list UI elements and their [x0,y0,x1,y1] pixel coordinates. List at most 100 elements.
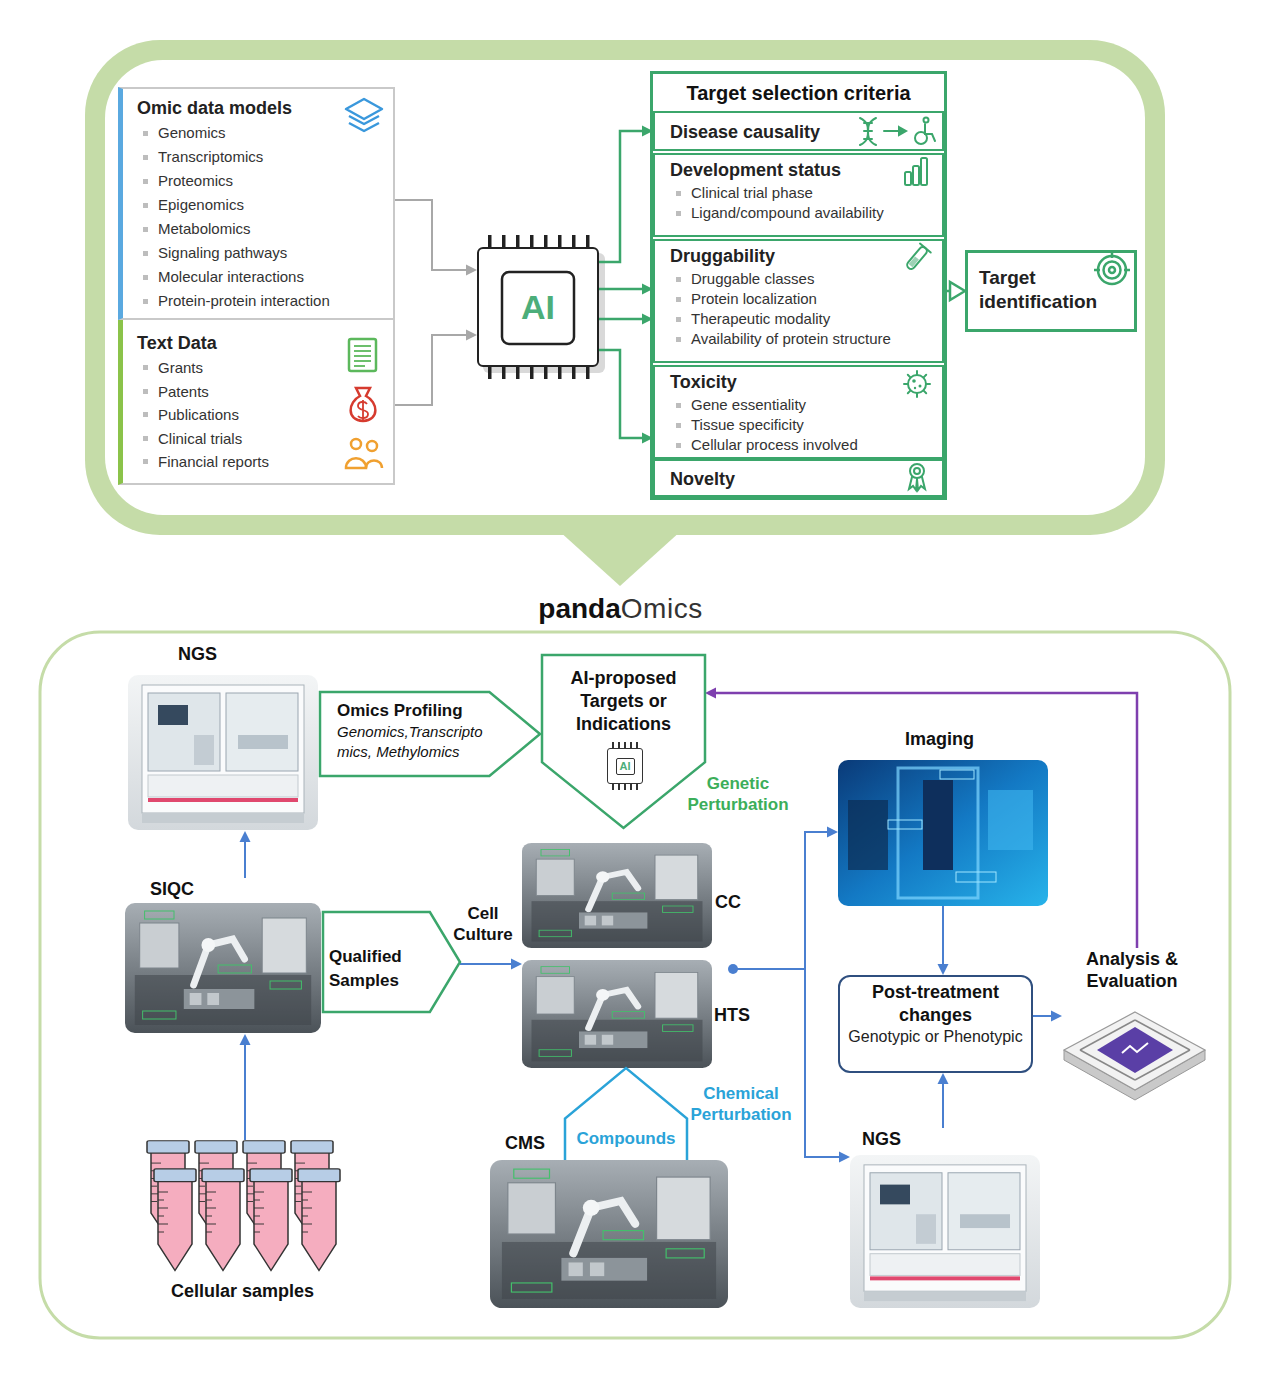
connector-line [244,842,246,878]
step-label: Analysis & Evaluation [1062,948,1202,992]
ai-chip: AI [477,247,599,367]
criteria-box: Novelty [653,459,944,497]
connector-line [599,350,642,438]
heading: Qualified Samples [329,945,430,993]
instrument-photo: NGS [128,643,318,831]
connector [599,350,653,444]
panel-title: Target selection criteria [653,80,944,106]
heading: AI-proposed Targets or Indications [548,667,699,736]
arrowhead [466,265,477,276]
subtext: Genomics,Transcripto mics, Methylomics [337,722,500,762]
target-icon [1094,252,1130,284]
arrow-pentagon: Omics ProfilingGenomics,Transcripto mics… [320,692,540,776]
instrument-photo: CC [522,843,747,948]
arrowhead [1051,1011,1062,1022]
label-slot: Genetic Perturbation [680,773,796,815]
arrowhead [950,282,965,300]
list-item: Molecular interactions [137,265,389,289]
arrowhead [839,1152,850,1163]
connector [599,126,653,263]
list-item: Grants [137,356,389,380]
list-item: Gene essentiality [670,395,936,415]
ai-chip-body [477,235,605,379]
list-item: Ligand/compound availability [670,203,936,223]
chip-label: AI [616,758,635,775]
connector-line [760,832,827,969]
cc-photo [522,843,712,948]
bottom-panel [40,632,1230,1338]
shape-path [542,655,705,828]
list-item: Patents [137,380,389,404]
instrument-photo: NGS [850,1128,1040,1308]
arrowhead [240,1034,251,1045]
list-item: Signaling pathways [137,241,389,265]
connector [240,831,251,878]
list-item: Protein-protein interaction [137,289,389,313]
step-label: NGS [862,1128,1040,1150]
chip-pin [624,784,626,790]
connector [947,282,965,300]
shape-path [320,692,540,776]
label-slot: Cell Culture [445,903,521,945]
connector [1033,1011,1062,1022]
connector-line [599,288,642,291]
instrument-photo: SIQC [125,878,321,1034]
chip-pin [612,742,614,748]
list-item: Publications [137,403,389,427]
chip-pin [636,742,638,748]
connector [760,827,838,970]
hts-output-dot [728,964,761,974]
list-item: Cellular process involved [670,435,936,455]
chip-pin [618,742,620,748]
connector-line [460,963,511,965]
connector-line [599,131,642,262]
connector [395,200,477,276]
analysis-chip-picture [1064,1012,1205,1100]
category-box: Omic data modelsGenomicsTranscriptomicsP… [118,87,395,320]
connector-line [942,906,944,964]
arrow-pentagon: Qualified Samples [323,912,460,1012]
target-box: Target identification [965,250,1137,332]
connector [395,330,477,406]
list-item: Genomics [137,121,389,145]
label-slot: Chemical Perturbation [686,1083,796,1125]
list-item: Availability of protein structure [670,329,936,349]
list-item: Tissue specificity [670,415,936,435]
connector-line [716,693,1137,948]
sample-tubes [147,1141,340,1271]
connector-line [244,1045,246,1140]
step-label: HTS [714,1004,760,1026]
step-label: Cellular samples [140,1280,345,1302]
list-item: Druggable classes [670,269,936,289]
arrowhead [938,964,949,975]
connector-line [942,1084,944,1128]
annotation: Genetic Perturbation [680,773,796,815]
list-item: Transcriptomics [137,145,389,169]
logo-text: Omics [621,592,703,626]
heading: Target identification [979,266,1126,314]
step-label: CC [715,891,747,913]
heading: Disease causality [670,121,936,143]
shape-path [323,912,460,1012]
edge-label: Cell Culture [445,903,521,945]
heading: Post-treatment changes [846,981,1025,1027]
analysis-chip: Analysis & Evaluation [1062,948,1202,1100]
ngs-photo [128,675,318,830]
chip-pin [636,784,638,790]
list-item: Therapeutic modality [670,309,936,329]
connector [938,1073,949,1128]
ai-chip: AI [607,748,643,784]
connector [705,688,1137,949]
chip-pin [630,784,632,790]
list-item: Metabolomics [137,217,389,241]
logo-text: panda [538,592,620,626]
criteria-box: Development statusClinical trial phaseLi… [653,153,944,237]
connector [460,959,522,970]
list-item: Clinical trial phase [670,183,936,203]
chip-pin [612,784,614,790]
connector [760,969,850,1163]
criteria-box: ToxicityGene essentialityTissue specific… [653,365,944,459]
connector-line [395,335,466,405]
criteria-panel: Target selection criteriaDisease causali… [650,71,947,500]
